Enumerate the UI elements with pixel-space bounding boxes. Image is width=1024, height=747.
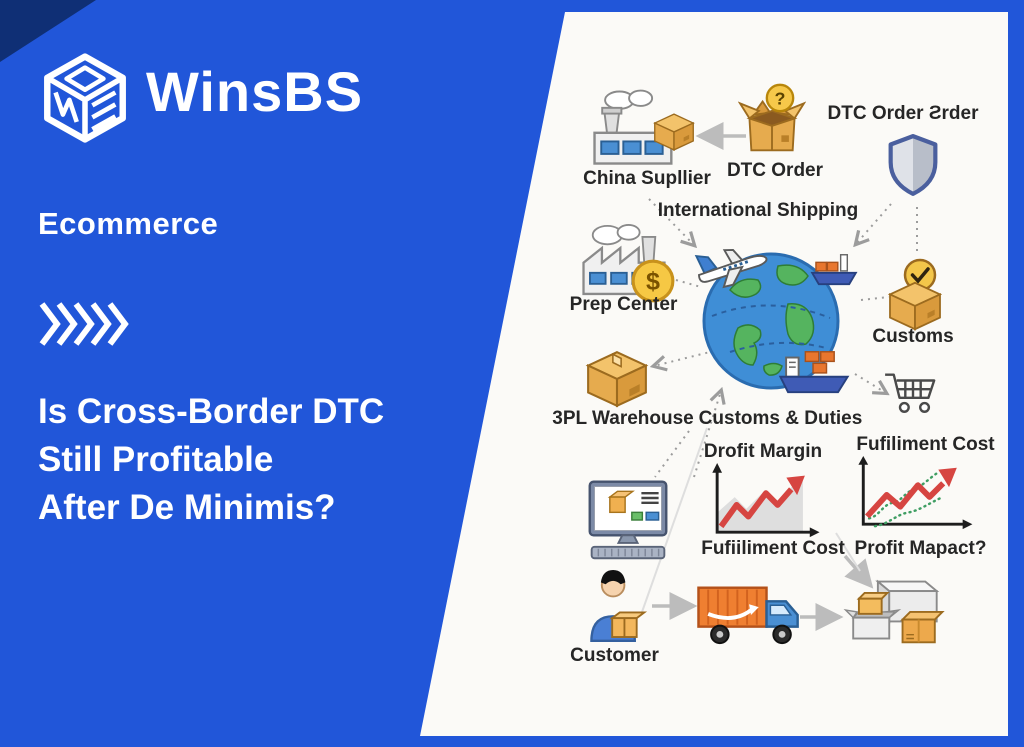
profit-margin-chart-icon: [703, 462, 821, 540]
svg-text:?: ?: [775, 89, 786, 109]
dtc-order-order-label: DTC Order Ƨrder: [827, 103, 979, 124]
question-circle-icon: ?: [764, 82, 796, 114]
dollar-coin-icon: $: [630, 258, 676, 304]
profit-margin-chart-title: Drofit Margin: [703, 441, 823, 462]
title-line-1: Is Cross-Border DTC: [38, 392, 385, 431]
dtc-order-label: DTC Order: [726, 160, 824, 181]
boxes-stack-icon: [843, 574, 945, 648]
delivery-truck-icon: [694, 578, 806, 648]
globe-icon: [700, 250, 842, 392]
airplane-icon: [691, 230, 782, 297]
customs-box-icon: [886, 281, 944, 331]
check-circle-icon: [902, 257, 938, 293]
winsbs-logo-icon: [40, 52, 130, 144]
page-title: Is Cross-Border DTC Still Profitable Aft…: [38, 388, 498, 532]
factory-icon: [583, 88, 679, 168]
customs-label: Customs: [872, 326, 954, 347]
title-line-3: After De Minimis?: [38, 488, 336, 527]
svg-text:$: $: [646, 267, 660, 295]
fulfillment-chart-title: Fufiliment Cost: [856, 434, 995, 455]
cargo-ship-large-icon: [778, 346, 850, 396]
title-line-2: Still Profitable: [38, 440, 274, 479]
fulfillment-chart-icon: [850, 456, 974, 532]
shield-icon: [886, 133, 940, 197]
brand-name: WinsBS: [146, 60, 364, 123]
china-supplier-label: China Supllier: [583, 168, 711, 189]
fulfillment-chart-caption: Profit Mapact?: [854, 538, 987, 559]
shopping-cart-icon: [882, 368, 944, 418]
customs-duties-label: Customs & Duties: [698, 408, 863, 429]
customer-icon: [582, 564, 648, 644]
profit-margin-chart-caption: Fufiiliment Cost: [701, 538, 845, 559]
3pl-warehouse-label: 3PL Warehouse: [552, 408, 694, 429]
chevrons-icon: [38, 300, 134, 348]
warehouse-box-icon: [584, 350, 650, 408]
prep-center-label: Prep Center: [569, 294, 678, 315]
computer-icon: [584, 477, 672, 563]
category-label: Ecommerce: [38, 206, 219, 241]
customer-label: Customer: [570, 645, 659, 666]
package-box-icon: [652, 112, 696, 152]
international-shipping-label: International Shipping: [657, 200, 859, 221]
cargo-ship-small-icon: [810, 250, 858, 288]
